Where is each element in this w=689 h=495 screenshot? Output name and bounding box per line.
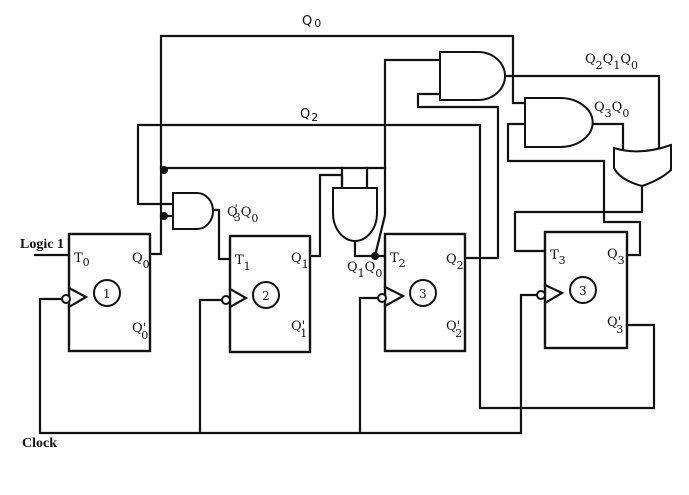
junction-dot (371, 252, 379, 260)
wire-q3-to-and4 (506, 122, 642, 257)
wire-q2-bus (136, 123, 482, 260)
and-gate-3 (439, 51, 506, 101)
clock-inversion-bubble (536, 290, 546, 300)
and3-output-label: Q2Q1Q0 (585, 52, 638, 72)
clock-inversion-bubble (377, 293, 387, 303)
qn-output-label: Q'1 (291, 319, 307, 340)
t-input-label: T0 (74, 251, 90, 269)
junction-dot (160, 212, 168, 220)
flipflop-number: 1 (103, 287, 111, 301)
clock-triangle-icon (383, 285, 406, 308)
wire-and1-to-t1 (211, 208, 232, 261)
and-gate-4 (524, 97, 594, 148)
wire-or-to-t3 (513, 185, 644, 253)
junctions (160, 166, 379, 260)
wire-q2-to-and3 (416, 92, 500, 260)
q2-bus-label: Q2 (300, 107, 318, 124)
wire-q0-bus (148, 34, 532, 256)
flipflop-2: 3 T2 Q2 Q'2 (377, 232, 467, 353)
q-output-label: Q2 (446, 252, 464, 272)
wire-q2-bottom-loop (478, 256, 656, 410)
qn-output-label: Q'0 (132, 321, 148, 342)
qn-output-label: Q'2 (446, 319, 462, 340)
and1-output-label: Q'3Q0 (227, 202, 258, 225)
flipflop-number-circle (569, 276, 597, 304)
clock-triangle-icon (543, 283, 565, 305)
and4-output-label: Q3Q0 (594, 100, 629, 120)
wire-and2-input2 (340, 166, 369, 190)
flipflop-number-circle (93, 279, 121, 307)
flipflop-number: 3 (419, 287, 427, 301)
and2-output-label: Q1Q0 (347, 260, 382, 280)
clock-triangle-icon (228, 287, 249, 309)
logic-1-label: Logic 1 (20, 237, 64, 252)
wire-clock-bus (38, 293, 542, 435)
clock-inversion-bubble (221, 295, 231, 305)
qn-output-label: Q'3 (607, 315, 623, 336)
flipflop-0: 1 T0 Q0 Q'0 (61, 232, 152, 353)
wire-and2-to-t2 (353, 239, 389, 258)
flipflop-number-circle (252, 281, 280, 309)
clock-triangle-icon (67, 286, 89, 309)
junction-dot (160, 166, 168, 174)
t-input-label: T3 (550, 248, 566, 267)
wire-q0-to-t2 (373, 166, 387, 258)
t-input-label: T1 (235, 253, 251, 273)
and-gate-2 (332, 187, 378, 242)
wires (33, 34, 661, 435)
and-gate-1 (172, 192, 214, 230)
q-output-label: Q3 (607, 247, 625, 267)
clock-inversion-bubble (61, 294, 71, 304)
wire-q1q0-to-and3 (383, 58, 442, 170)
or-gate (613, 143, 672, 188)
q-output-label: Q1 (291, 251, 309, 271)
q-output-label: Q0 (132, 251, 150, 271)
flipflop-number: 3 (579, 284, 587, 298)
wire-and3-to-or (503, 74, 661, 150)
t-input-label: T2 (390, 251, 406, 270)
flipflop-3: 3 T3 Q3 Q'3 (536, 230, 629, 350)
flipflop-number-circle (409, 279, 437, 307)
flipflop-number: 2 (262, 289, 270, 303)
flipflop-1: 2 T1 Q1 Q'1 (221, 234, 312, 354)
wire-and4-to-or (591, 122, 625, 150)
clock-label: Clock (22, 436, 57, 451)
